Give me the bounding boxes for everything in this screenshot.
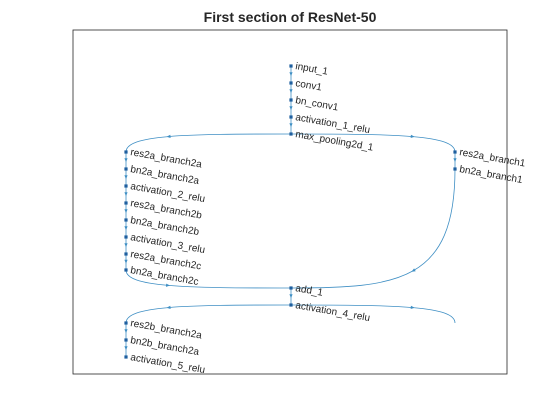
edge-arrow-activation-4-relu-to-res2b-branch2a — [166, 305, 171, 309]
axes-box — [72, 29, 508, 375]
edge-arrow-res2a-branch1-to-bn2a-branch1 — [453, 158, 457, 163]
node-marker — [124, 150, 128, 154]
edge-arrow-activation-3-relu-to-res2a-branch2c — [124, 243, 128, 248]
node-marker — [124, 167, 128, 171]
node-marker — [453, 150, 457, 154]
edge-arrow-activation-4-relu-to-continuation — [410, 305, 415, 309]
node-marker — [124, 252, 128, 256]
edge-arrow-bn2a-branch1-to-add-1 — [411, 268, 416, 272]
node-conv1: conv1 — [289, 78, 323, 94]
edge-arrow-input-1-to-conv1 — [289, 72, 293, 77]
edge-arrow-res2a-branch2c-to-bn2a-branch2c — [124, 259, 128, 264]
edge-arrow-res2a-branch2a-to-bn2a-branch2a — [124, 158, 128, 163]
node-marker — [124, 321, 128, 325]
node-marker — [289, 81, 293, 85]
edge-arrow-bn2a-branch2a-to-activation-2-relu — [124, 175, 128, 180]
node-marker — [289, 98, 293, 102]
node-marker — [124, 218, 128, 222]
edge-arrow-activation-2-relu-to-res2a-branch2b — [124, 192, 128, 197]
node-marker — [289, 303, 293, 307]
node-marker — [124, 201, 128, 205]
edge-arrow-res2b-branch2a-to-bn2b-branch2a — [124, 329, 128, 334]
node-marker — [289, 132, 293, 136]
node-marker — [124, 355, 128, 359]
graph-title: First section of ResNet-50 — [203, 9, 377, 25]
node-marker — [124, 235, 128, 239]
node-add-1: add_1 — [289, 283, 324, 299]
node-marker — [453, 167, 457, 171]
node-marker — [124, 338, 128, 342]
node-label: add_1 — [294, 283, 324, 299]
edge-arrow-max-pooling2d-1-to-res2a-branch2a — [166, 134, 171, 138]
edge-arrow-bn2b-branch2a-to-activation-5-relu — [124, 346, 128, 351]
node-marker — [289, 64, 293, 68]
edge-arrow-add-1-to-activation-4-relu — [289, 294, 293, 299]
edge-arrow-conv1-to-bn-conv1 — [289, 89, 293, 94]
edge-layer — [124, 66, 457, 357]
edge-arrow-res2a-branch2b-to-bn2a-branch2b — [124, 209, 128, 214]
edge-arrow-max-pooling2d-1-to-res2a-branch1 — [410, 134, 415, 138]
node-marker — [289, 115, 293, 119]
node-marker — [124, 184, 128, 188]
edge-arrow-activation-1-relu-to-max-pooling2d-1 — [289, 123, 293, 128]
node-marker — [289, 286, 293, 290]
edge-arrow-bn2a-branch2b-to-activation-3-relu — [124, 226, 128, 231]
edge-arrow-bn-conv1-to-activation-1-relu — [289, 106, 293, 111]
edge-arrow-bn2a-branch2c-to-add-1 — [165, 283, 171, 287]
node-marker — [124, 268, 128, 272]
node-label: conv1 — [294, 78, 323, 94]
